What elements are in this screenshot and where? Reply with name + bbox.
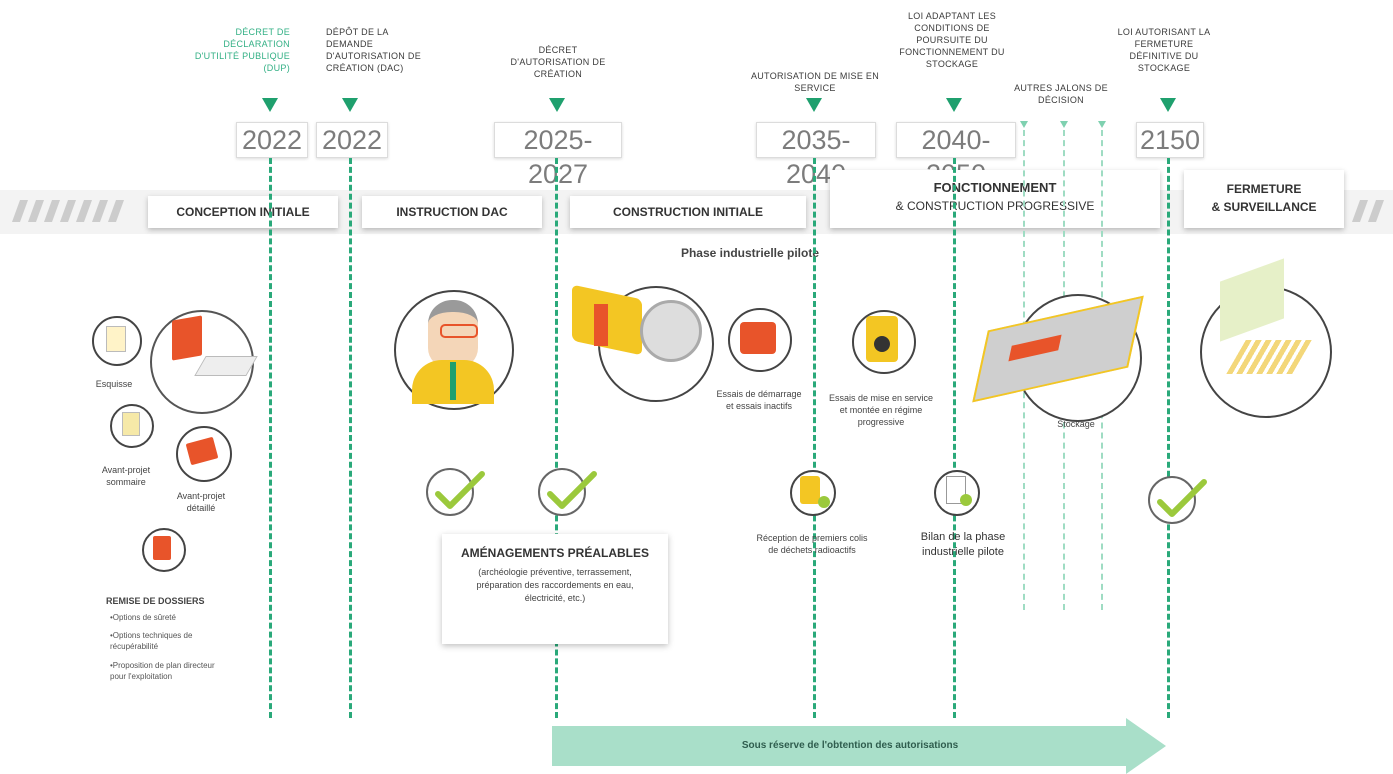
tbm-cutter-icon bbox=[640, 300, 702, 362]
milestone-marker-creation bbox=[549, 98, 565, 112]
amenagements-title: AMÉNAGEMENTS PRÉALABLES bbox=[460, 546, 649, 560]
phase-fermeture-line2: & SURVEILLANCE bbox=[1211, 200, 1317, 214]
tie-icon bbox=[450, 362, 456, 400]
timeline-service bbox=[813, 158, 816, 718]
milestone-creation-label: DÉCRET D'AUTORISATION DE CRÉATION bbox=[510, 45, 606, 79]
bilan-badge-icon bbox=[960, 494, 972, 506]
blueprint-icon bbox=[122, 412, 140, 436]
milestone-marker-service bbox=[806, 98, 822, 112]
phase-fonctionnement-sub: & CONSTRUCTION PROGRESSIVE bbox=[895, 199, 1095, 213]
timeline-fermeture bbox=[1167, 158, 1170, 718]
timeline-dac bbox=[349, 158, 352, 718]
check-icon-instruction bbox=[426, 468, 485, 516]
bilan-label: Bilan de la phase industrielle pilote bbox=[920, 531, 1006, 558]
glasses-icon bbox=[440, 324, 478, 338]
year-box-service: 2035-2040 bbox=[756, 122, 876, 189]
milestone-marker-dac bbox=[342, 98, 358, 112]
person-head-icon bbox=[428, 300, 478, 368]
check-icon-creation bbox=[538, 468, 597, 516]
phase-fermeture-line1: FERMETURE bbox=[1226, 182, 1302, 196]
file-box-icon bbox=[153, 536, 171, 560]
phase-fermeture: FERMETURE & SURVEILLANCE bbox=[1184, 170, 1344, 228]
milestone-marker-autres-2 bbox=[1060, 121, 1068, 128]
authorization-arrow bbox=[552, 726, 1126, 766]
esquisse-label: Esquisse bbox=[95, 379, 133, 389]
timeline-loi bbox=[953, 158, 956, 718]
phase-construction: CONSTRUCTION INITIALE bbox=[570, 196, 806, 228]
milestone-autres-label: AUTRES JALONS DE DÉCISION bbox=[1014, 83, 1108, 105]
waste-package-icon bbox=[800, 476, 820, 504]
milestone-fermeture-label: LOI AUTORISANT LA FERMETURE DÉFINITIVE D… bbox=[1117, 27, 1211, 73]
milestone-dac-label: DÉPÔT DE LA DEMANDE D'AUTORISATION DE CR… bbox=[326, 27, 421, 73]
radioactive-symbol-icon bbox=[874, 336, 890, 352]
year-box-fermeture: 2150 bbox=[1136, 122, 1204, 158]
phase-conception: CONCEPTION INITIALE bbox=[148, 196, 338, 228]
milestone-marker-autres-1 bbox=[1020, 121, 1028, 128]
milestone-marker-dup bbox=[262, 98, 278, 112]
arrow-label: Sous réserve de l'obtention des autorisa… bbox=[741, 740, 959, 751]
milestone-marker-autres-3 bbox=[1098, 121, 1106, 128]
pilot-phase-label: Phase industrielle pilote bbox=[680, 246, 820, 260]
avant-sommaire-label: Avant-projet sommaire bbox=[101, 465, 151, 487]
avant-detaille-label: Avant-projet détaillé bbox=[176, 491, 226, 513]
stockage-label: Stockage bbox=[1057, 419, 1095, 429]
reception-badge-icon bbox=[818, 496, 830, 508]
binder-icon bbox=[172, 315, 202, 361]
document-icon bbox=[106, 326, 126, 352]
year-box-dac: 2022 bbox=[316, 122, 388, 158]
check-icon-fermeture bbox=[1148, 476, 1207, 524]
timeline-creation bbox=[555, 158, 558, 718]
remise-title: REMISE DE DOSSIERS bbox=[106, 596, 205, 606]
remise-item-2: •Options techniques de récupérabilité bbox=[110, 631, 193, 651]
year-box-dup: 2022 bbox=[236, 122, 308, 158]
container-orange-icon bbox=[740, 322, 776, 354]
milestone-marker-fermeture bbox=[1160, 98, 1176, 112]
phase-fonctionnement-title: FONCTIONNEMENT bbox=[933, 180, 1057, 195]
phase-instruction: INSTRUCTION DAC bbox=[362, 196, 542, 228]
essais-demarrage-label: Essais de démarrage et essais inactifs bbox=[716, 389, 802, 411]
tbm-red-ring-icon bbox=[594, 304, 608, 346]
remise-item-3: •Proposition de plan directeur pour l'ex… bbox=[110, 661, 215, 681]
year-box-loi: 2040-2050 bbox=[896, 122, 1016, 189]
phase-fonctionnement: FONCTIONNEMENT & CONSTRUCTION PROGRESSIV… bbox=[830, 170, 1160, 228]
remise-item-1: •Options de sûreté bbox=[110, 613, 176, 622]
milestone-service-label: AUTORISATION DE MISE EN SERVICE bbox=[750, 71, 880, 93]
amenagements-body: (archéologie préventive, terrassement, p… bbox=[476, 567, 634, 603]
amenagements-box: AMÉNAGEMENTS PRÉALABLES (archéologie pré… bbox=[442, 534, 668, 644]
essais-service-label: Essais de mise en service et montée en r… bbox=[828, 393, 934, 427]
reception-label: Réception de premiers colis de déchets r… bbox=[756, 533, 868, 555]
milestone-dup-label: DÉCRET DE DÉCLARATION D'UTILITÉ PUBLIQUE… bbox=[194, 27, 290, 73]
timeline-dup bbox=[269, 158, 272, 718]
arrow-head-icon bbox=[1126, 718, 1166, 774]
milestone-marker-loi bbox=[946, 98, 962, 112]
year-box-creation: 2025-2027 bbox=[494, 122, 622, 189]
milestone-loi-label: LOI ADAPTANT LES CONDITIONS DE POURSUITE… bbox=[899, 11, 1005, 69]
